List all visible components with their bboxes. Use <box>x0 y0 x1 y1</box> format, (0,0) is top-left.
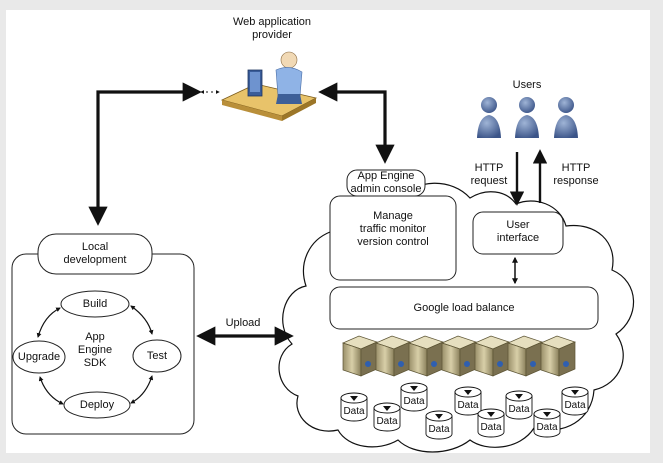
server-icon <box>540 335 576 377</box>
users-label: Users <box>512 79 542 91</box>
data-store-icon: Data <box>561 386 589 416</box>
upgrade-node <box>12 340 66 374</box>
data-label: Data <box>536 422 558 433</box>
server-icon <box>507 335 543 377</box>
data-label: Data <box>376 416 398 427</box>
web-provider-workstation-icon <box>220 51 318 121</box>
data-store-icon: Data <box>340 392 368 422</box>
server-rack-group <box>342 335 576 377</box>
data-store-icon: Data <box>454 386 482 416</box>
user-interface-panel <box>472 211 564 255</box>
local-development-badge <box>37 233 153 275</box>
user-icon <box>515 97 539 138</box>
data-label: Data <box>343 406 365 417</box>
test-node <box>132 339 182 373</box>
data-label: Data <box>428 424 450 435</box>
server-icon <box>474 335 510 377</box>
server-icon <box>375 335 411 377</box>
test-label: Test <box>146 350 168 362</box>
data-store-icon: Data <box>477 408 505 438</box>
upgrade-build-arrow <box>36 307 61 338</box>
server-icon <box>342 335 378 377</box>
data-store-icon: Data <box>373 402 401 432</box>
data-store-icon: Data <box>400 382 428 412</box>
deploy-upgrade-arrow <box>38 376 64 405</box>
provider-local-connector <box>88 82 202 226</box>
server-icon <box>441 335 477 377</box>
data-label: Data <box>457 400 479 411</box>
data-label: Data <box>564 400 586 411</box>
data-store-icon: Data <box>505 390 533 420</box>
server-icon <box>408 335 444 377</box>
build-node <box>60 290 130 318</box>
deploy-node <box>63 391 131 419</box>
load-balance-label: Google load balance <box>413 302 515 314</box>
data-store-icon: Data <box>533 408 561 438</box>
build-test-arrow <box>130 305 154 335</box>
data-store-icon: Data <box>425 410 453 440</box>
data-label: Data <box>480 422 502 433</box>
deploy-label: Deploy <box>79 399 115 411</box>
admin-console-badge <box>346 169 426 197</box>
data-label: Data <box>508 404 530 415</box>
user-icon <box>477 97 501 138</box>
test-deploy-arrow <box>130 375 154 404</box>
upload-label: Upload <box>225 317 261 329</box>
upgrade-label: Upgrade <box>17 351 61 363</box>
build-label: Build <box>82 298 108 310</box>
load-balance-bar <box>329 286 599 330</box>
user-icon <box>554 97 578 138</box>
data-label: Data <box>403 396 425 407</box>
provider-admin-connector <box>318 82 395 164</box>
